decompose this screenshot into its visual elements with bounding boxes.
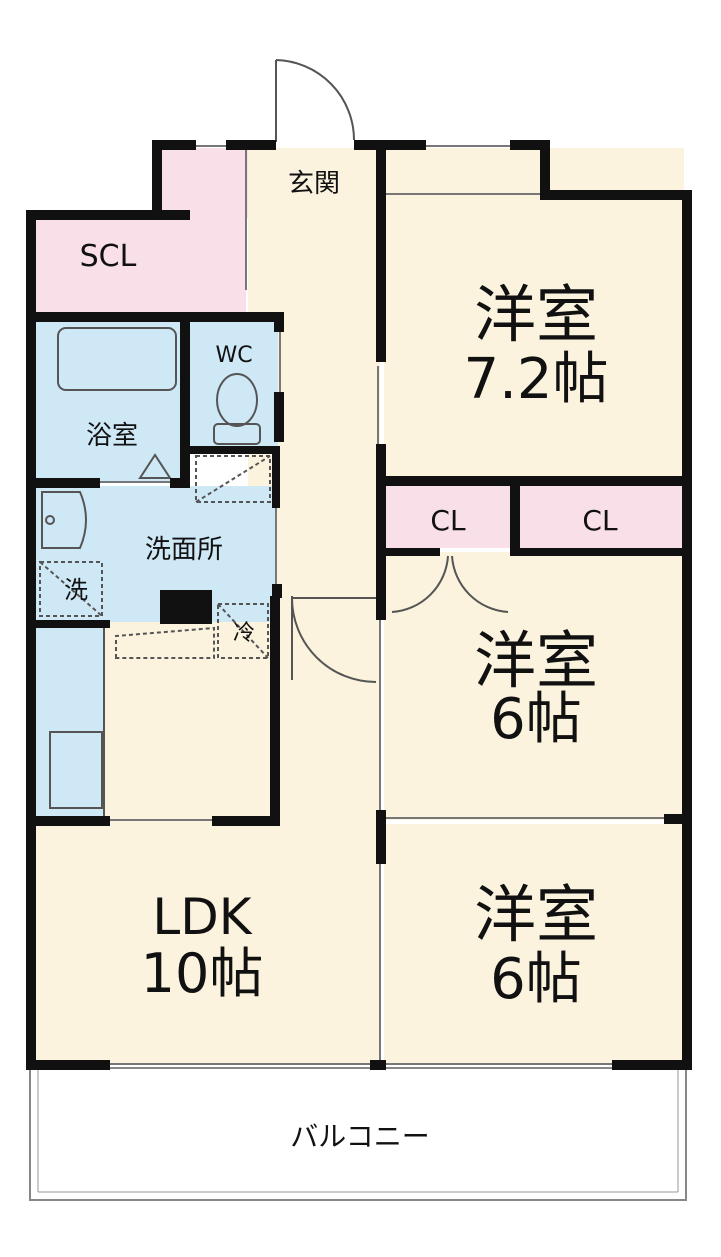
bath-label: 浴室 (86, 421, 138, 451)
floor-bath (36, 322, 184, 482)
cl-door-swing-right (451, 555, 509, 613)
fixtures (39, 327, 271, 818)
wall (170, 478, 190, 488)
wall (30, 478, 100, 488)
toilet-tank (213, 423, 261, 445)
sink (41, 491, 87, 549)
fridge-cross (217, 603, 269, 659)
wall (510, 548, 686, 556)
entrance-door-swing (275, 59, 355, 141)
wall (664, 814, 686, 824)
wall (274, 312, 284, 332)
wall (376, 476, 686, 486)
wall (510, 140, 550, 150)
ldk-name: LDK (152, 888, 252, 946)
kitchen-cabinet (115, 626, 215, 659)
balcony-area (29, 1067, 687, 1201)
wall (540, 140, 550, 198)
wall (180, 318, 190, 482)
wall (540, 190, 692, 200)
wall (26, 1060, 110, 1070)
western3-size: 6帖 (490, 947, 582, 1012)
closet-cross (195, 455, 271, 503)
floor-cl-right (518, 486, 684, 548)
walls (26, 140, 692, 1070)
kitchen-sink (49, 731, 103, 809)
wall (226, 140, 276, 150)
wall (272, 446, 280, 508)
floor-wc (190, 322, 278, 452)
floor-cl-left (384, 486, 512, 548)
closet-space (195, 455, 271, 503)
wall (370, 1060, 386, 1070)
wall (30, 816, 110, 826)
ldk-size: 10帖 (141, 942, 264, 1005)
genkan-label: 玄関 (288, 169, 340, 199)
western1-size: 7.2帖 (463, 347, 608, 412)
wall (270, 596, 280, 820)
toilet-bowl (216, 373, 258, 427)
western1-name: 洋室 (474, 278, 598, 351)
western3-name: 洋室 (474, 878, 598, 951)
wc-label: WC (215, 343, 252, 368)
floor-hallway (248, 148, 380, 820)
wall (26, 312, 284, 322)
wall (274, 392, 284, 442)
wall (184, 446, 278, 454)
wall (26, 210, 36, 1070)
western2-name: 洋室 (474, 624, 598, 697)
wall (510, 476, 520, 552)
fridge-space (217, 603, 269, 659)
wall (152, 140, 196, 150)
washroom-label: 洗面所 (145, 535, 223, 565)
wall (380, 548, 440, 556)
floor-western1 (384, 148, 684, 482)
floor-western2 (384, 552, 684, 820)
wall (682, 190, 692, 1070)
room-labels: 玄関 SCL WC 浴室 洗面所 洗 冷 CL CL 洋室 7.2帖 洋室 6帖… (64, 169, 618, 1153)
wall (376, 444, 386, 620)
wall (272, 584, 282, 598)
fridge-label: 冷 (233, 621, 255, 646)
wall (612, 1060, 692, 1070)
wall (354, 140, 426, 150)
washer-space (39, 561, 103, 617)
ldk-door-swing (291, 597, 377, 683)
wall (376, 810, 386, 864)
wall (376, 146, 386, 362)
floor-kitchen-counter (36, 628, 104, 818)
western2-size: 6帖 (490, 687, 582, 752)
balcony-label: バルコニー (290, 1120, 429, 1153)
sink-faucet (45, 515, 55, 525)
wall (26, 210, 190, 220)
cl-right-label: CL (582, 504, 618, 537)
floor-scl-upper (160, 148, 248, 218)
bath-drain-triangle (138, 453, 172, 479)
washer-label: 洗 (64, 576, 88, 604)
wall (212, 816, 280, 826)
wall (160, 590, 212, 624)
floor-ldk (36, 820, 380, 1064)
bathtub (57, 327, 177, 391)
scl-label: SCL (80, 239, 137, 274)
floor-western3 (384, 824, 684, 1064)
cl-left-label: CL (430, 504, 466, 537)
wall (30, 620, 110, 628)
doors (275, 59, 509, 683)
floor-washroom (36, 486, 276, 622)
wall (152, 140, 162, 216)
cl-door-swing-left (391, 555, 449, 613)
floor-scl (36, 216, 246, 312)
